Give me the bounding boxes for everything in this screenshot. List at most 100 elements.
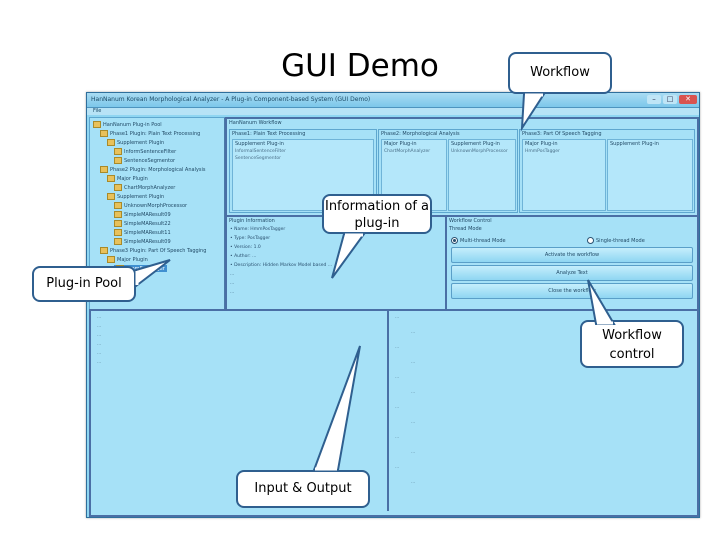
workflow-plugin-item[interactable]: UnknownMorphProcessor xyxy=(451,149,508,154)
phase1-title: Phase1: Plain Text Processing xyxy=(232,131,306,137)
maximize-button[interactable]: □ xyxy=(663,95,677,104)
tree-item[interactable]: SimpleMAResult11 xyxy=(114,229,171,236)
plugin-info-line: ... xyxy=(230,272,235,277)
phase3-supplement-list[interactable]: Supplement Plug-in xyxy=(607,139,693,211)
callout-io-pointer xyxy=(312,345,361,471)
plugin-info-line: • Name: HmmPosTagger xyxy=(230,227,286,232)
output-text-line: ... xyxy=(411,450,416,455)
window-titlebar: HanNanum Korean Morphological Analyzer -… xyxy=(87,93,699,108)
tree-item[interactable]: Major Plugin xyxy=(107,256,148,263)
workflow-heading: HanNanum Workflow xyxy=(229,120,282,126)
callout-workflow-control: Workflow control xyxy=(580,279,684,368)
tree-item[interactable]: InformSentenceFilter xyxy=(114,148,176,155)
tree-item-label: Supplement Plugin xyxy=(117,140,165,146)
tree-item[interactable]: Supplement Plugin xyxy=(107,139,164,146)
tree-item-label: Phase1 Plugin: Plain Text Processing xyxy=(110,131,201,137)
folder-icon xyxy=(107,175,115,182)
workflow-plugin-item[interactable]: HmmPosTagger xyxy=(525,149,560,154)
close-workflow-button[interactable]: Close the workflow xyxy=(451,283,693,299)
phase2-title: Phase2: Morphological Analysis xyxy=(381,131,460,137)
folder-icon xyxy=(93,121,101,128)
analyze-text-button[interactable]: Analyze Text xyxy=(451,265,693,281)
minimize-button[interactable]: – xyxy=(647,95,661,104)
plugin-info-line: ... xyxy=(230,281,235,286)
multi-thread-radio[interactable]: Multi-thread Mode xyxy=(451,237,506,244)
tree-item[interactable]: HanNanum Plug-in Pool xyxy=(93,121,162,128)
tree-item-label: Phase3 Plugin: Part Of Speech Tagging xyxy=(110,248,207,254)
phase2-major-header: Major Plug-in xyxy=(384,141,417,147)
tree-item[interactable]: Phase3 Plugin: Part Of Speech Tagging xyxy=(100,247,206,254)
window-title: HanNanum Korean Morphological Analyzer -… xyxy=(91,96,371,103)
app-window: HanNanum Korean Morphological Analyzer -… xyxy=(86,92,700,518)
input-text-line: ... xyxy=(97,360,102,365)
output-text-line: ... xyxy=(395,405,400,410)
phase3-title: Phase3: Part Of Speech Tagging xyxy=(522,131,602,137)
callout-io-text: Input & Output xyxy=(254,481,352,496)
thread-mode-label: Thread Mode xyxy=(449,226,482,232)
tree-item[interactable]: SimpleMAResult09 xyxy=(114,238,171,245)
menu-file[interactable]: File xyxy=(93,108,102,114)
close-button[interactable]: ✕ xyxy=(679,95,697,104)
folder-icon xyxy=(107,256,115,263)
callout-plugin-info: Information of a plug-in xyxy=(322,194,432,279)
multi-thread-label: Multi-thread Mode xyxy=(460,238,506,244)
callout-input-output: Input & Output xyxy=(236,345,370,508)
callout-info-pointer xyxy=(331,233,366,279)
tree-item-label: SimpleMAResult09 xyxy=(124,239,171,245)
plugin-icon xyxy=(114,184,122,191)
single-thread-label: Single-thread Mode xyxy=(596,238,645,244)
tree-item[interactable]: UnknownMorphProcessor xyxy=(114,202,187,209)
output-text-line: ... xyxy=(411,360,416,365)
phase1-supplement-header: Supplement Plug-in xyxy=(235,141,284,147)
tree-item-label: HanNanum Plug-in Pool xyxy=(103,122,162,128)
callout-workflow-text: Workflow xyxy=(530,65,590,80)
input-text-line: ... xyxy=(97,342,102,347)
single-thread-radio[interactable]: Single-thread Mode xyxy=(587,237,645,244)
phase2-supplement-list[interactable]: Supplement Plug-in UnknownMorphProcessor xyxy=(448,139,516,211)
tree-item[interactable]: ChartMorphAnalyzer xyxy=(114,184,175,191)
phase3-major-list[interactable]: Major Plug-in HmmPosTagger xyxy=(522,139,606,211)
tree-item[interactable]: SimpleMAResult09 xyxy=(114,211,171,218)
output-text-line: ... xyxy=(395,315,400,320)
workflow-phase3: Phase3: Part Of Speech Tagging Major Plu… xyxy=(519,129,695,213)
output-text-line: ... xyxy=(395,375,400,380)
tree-item-label: ChartMorphAnalyzer xyxy=(124,185,176,191)
tree-item[interactable]: Supplement Plugin xyxy=(107,193,164,200)
radio-unselected-icon xyxy=(587,237,594,244)
input-text-line: ... xyxy=(97,324,102,329)
tree-item[interactable]: Phase1 Plugin: Plain Text Processing xyxy=(100,130,200,137)
output-text-line: ... xyxy=(411,420,416,425)
callout-control-pointer xyxy=(587,279,616,325)
tree-item[interactable]: Major Plugin xyxy=(107,175,148,182)
workflow-plugin-item[interactable]: SentenceSegmentor xyxy=(235,156,281,161)
plugin-info-line: • Author: ... xyxy=(230,254,257,259)
callout-workflow: Workflow xyxy=(508,52,612,132)
plugin-info-line: • Description: Hidden Markov Model based… xyxy=(230,263,333,268)
workflow-control-heading: Workflow Control xyxy=(449,218,492,224)
callout-workflow-pointer xyxy=(520,93,546,132)
tree-item-label: SimpleMAResult09 xyxy=(124,212,171,218)
plugin-info-heading: Plugin Information xyxy=(229,218,275,224)
tree-item-label: Major Plugin xyxy=(117,257,148,263)
tree-item[interactable]: SimpleMAResult22 xyxy=(114,220,171,227)
output-text-line: ... xyxy=(395,345,400,350)
plugin-icon xyxy=(114,157,122,164)
tree-item-label: UnknownMorphProcessor xyxy=(124,203,188,209)
folder-icon xyxy=(100,166,108,173)
workflow-plugin-item[interactable]: ChartMorphAnalyzer xyxy=(384,149,431,154)
input-text-line: ... xyxy=(97,351,102,356)
workflow-plugin-item[interactable]: InformalSentenceFilter xyxy=(235,149,286,154)
tree-item-label: SimpleMAResult11 xyxy=(124,230,171,236)
phase3-major-header: Major Plug-in xyxy=(525,141,558,147)
tree-item[interactable]: SentenceSegmentor xyxy=(114,157,175,164)
slide-title: GUI Demo xyxy=(281,48,439,84)
plugin-icon xyxy=(114,220,122,227)
tree-item-label: SentenceSegmentor xyxy=(124,158,176,164)
tree-item[interactable]: Phase2 Plugin: Morphological Analysis xyxy=(100,166,206,173)
tree-item-label: Supplement Plugin xyxy=(117,194,165,200)
callout-pool-pointer xyxy=(135,259,171,289)
plugin-info-line: ... xyxy=(230,290,235,295)
phase3-supplement-header: Supplement Plug-in xyxy=(610,141,659,147)
activate-workflow-button[interactable]: Activate the workflow xyxy=(451,247,693,263)
phase2-supplement-header: Supplement Plug-in xyxy=(451,141,500,147)
